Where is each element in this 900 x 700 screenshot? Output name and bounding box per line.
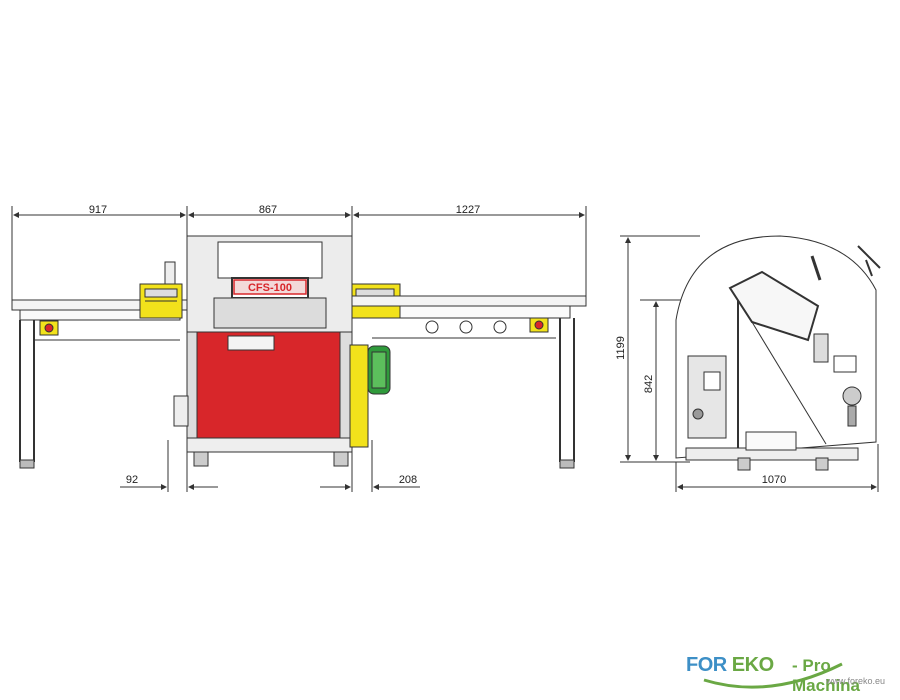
brand-name-part2: EKO: [731, 654, 774, 676]
dim-left-offset: 92: [126, 474, 138, 486]
brand-swoosh: [703, 662, 843, 689]
dim-total-height: 1199: [615, 336, 627, 360]
machine-label: CFS-100: [248, 282, 292, 294]
brand-logo[interactable]: FOR EKO - Pro Machina www.foreko.eu: [686, 654, 896, 695]
side-view: [620, 235, 881, 492]
dim-right-table: 1227: [456, 204, 480, 216]
brand-url: www.foreko.eu: [826, 676, 886, 686]
dim-machine-width: 867: [259, 204, 277, 216]
brand-tagline: - Pro Machina: [792, 656, 861, 695]
dim-left-table: 917: [89, 204, 107, 216]
brand-name-part1: FOR: [686, 654, 727, 676]
dim-depth: 1070: [762, 474, 786, 486]
dim-table-height: 842: [643, 375, 655, 393]
machine-label-plate: [233, 279, 307, 295]
front-view: [11, 206, 587, 492]
dim-right-offset: 208: [399, 474, 417, 486]
brand-name: FOR EKO: [686, 654, 774, 677]
